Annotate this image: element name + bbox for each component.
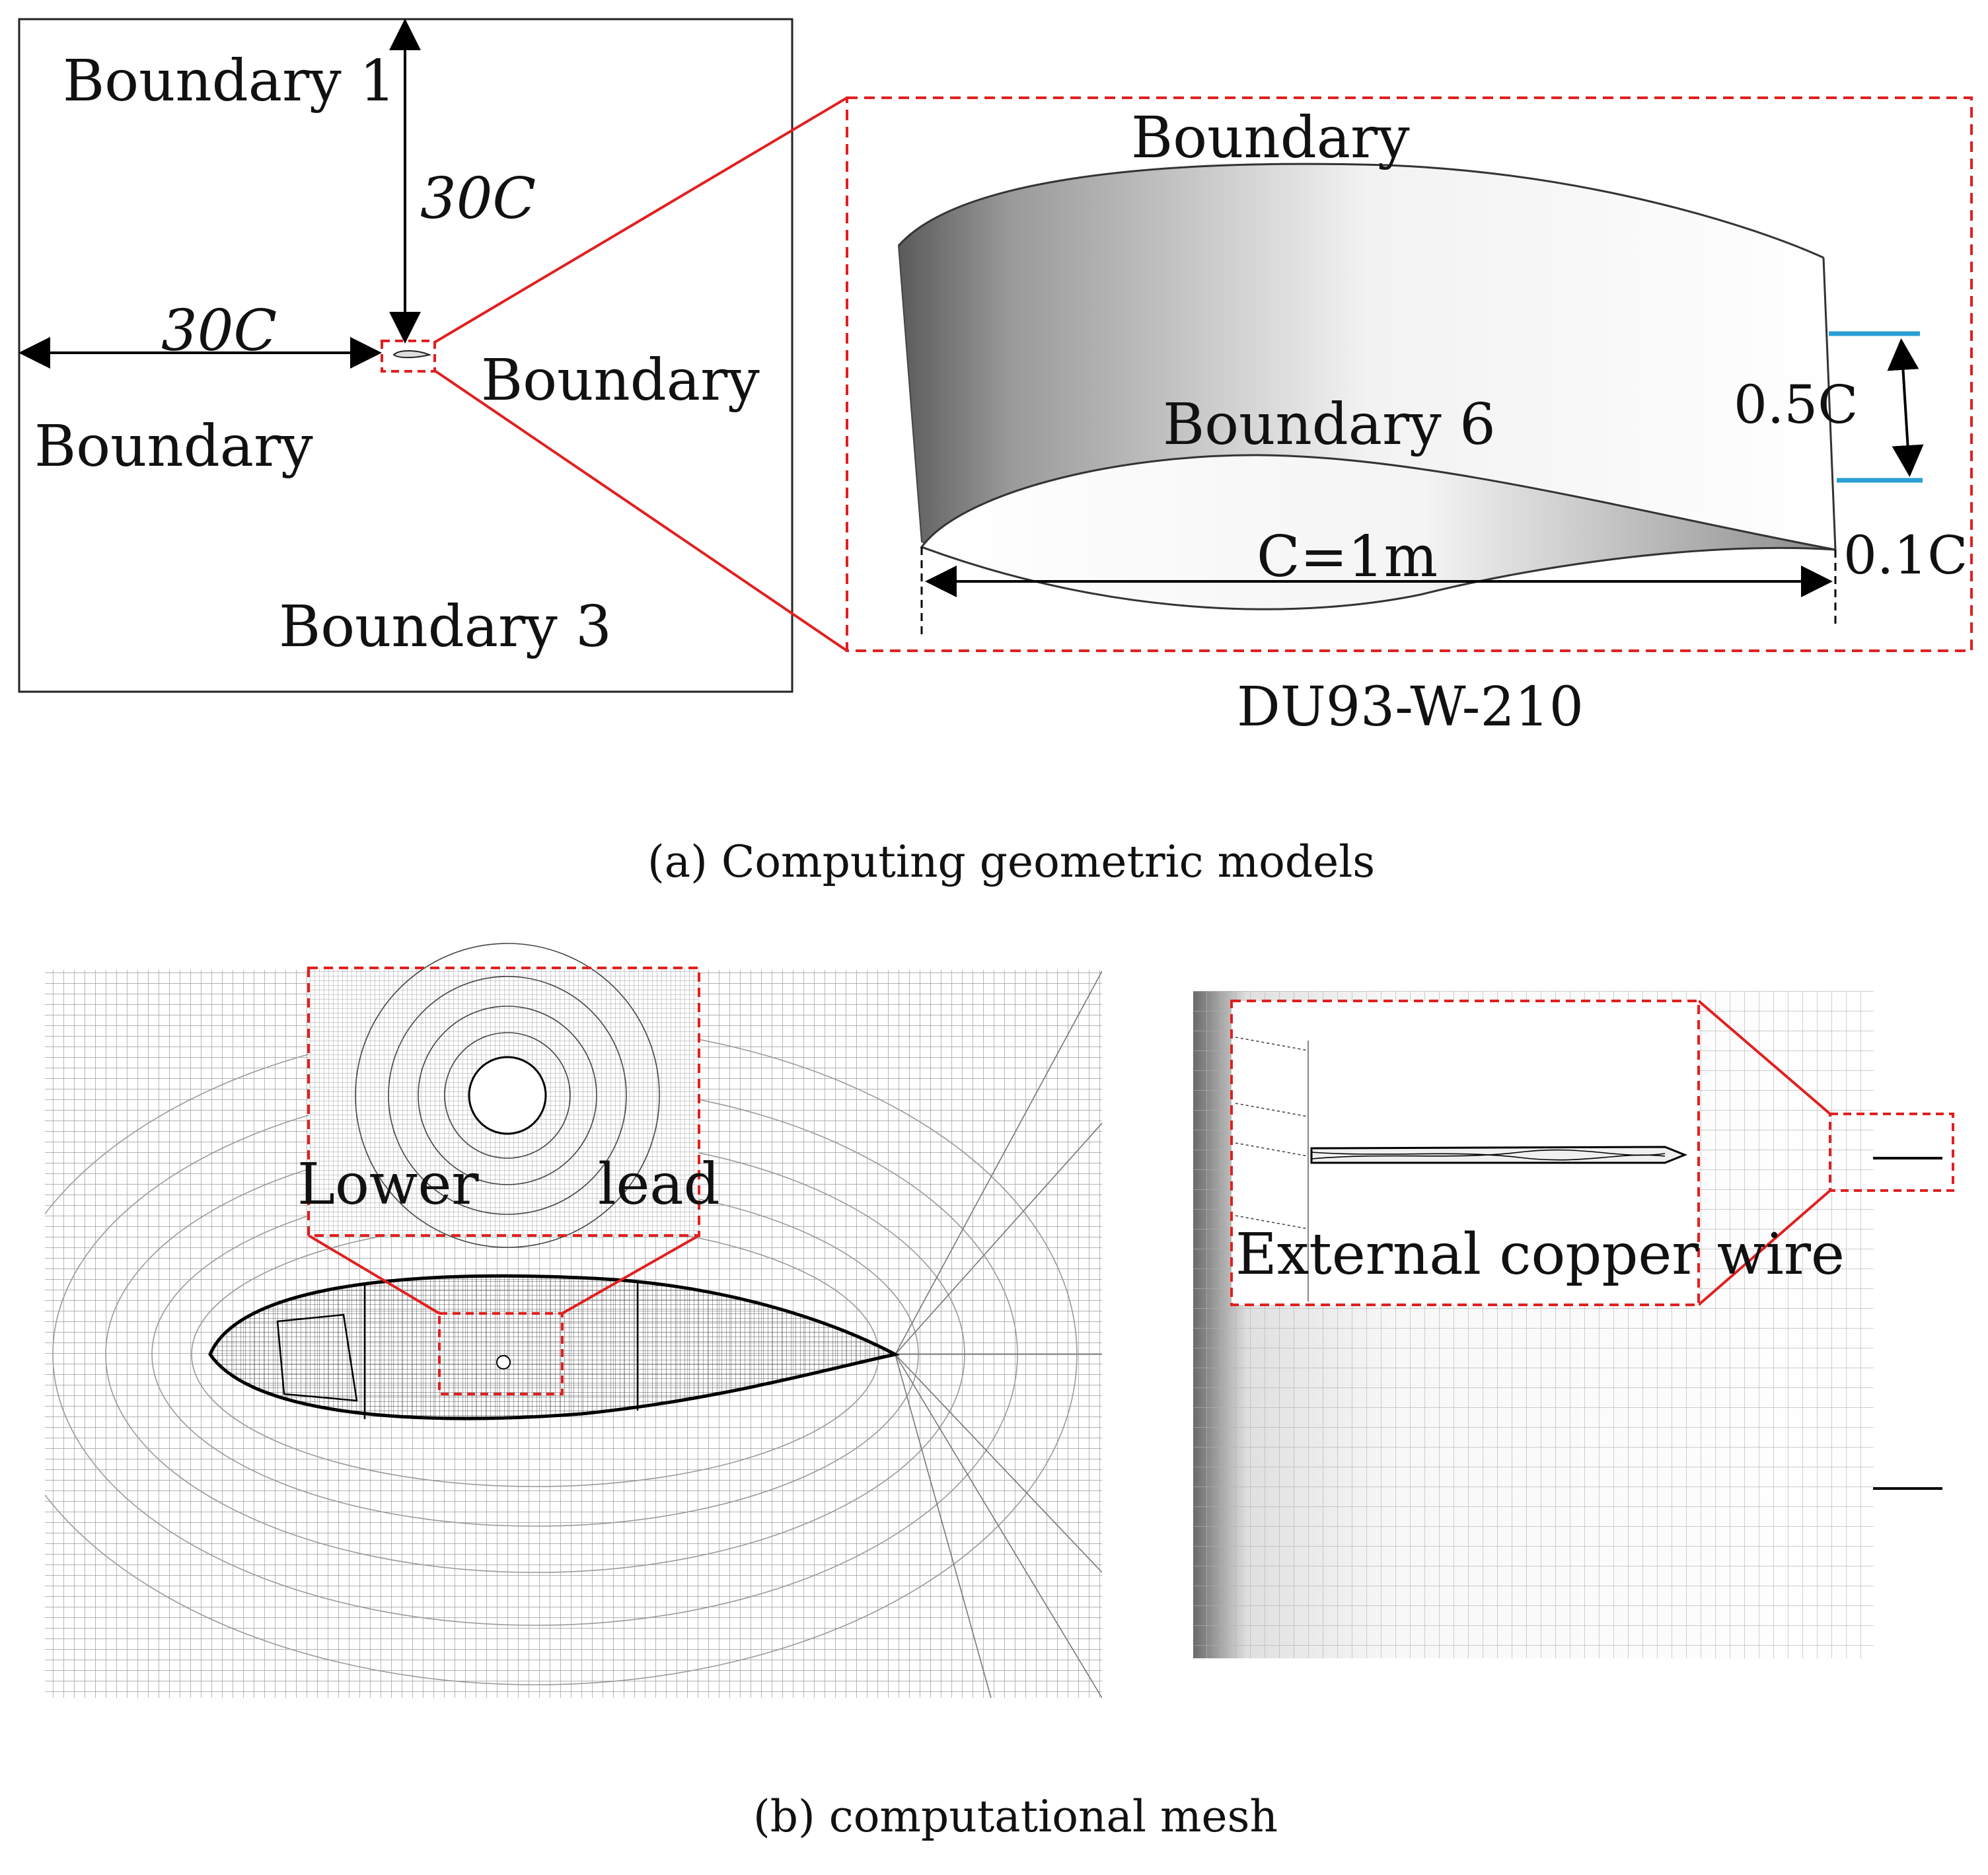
panel-a: Boundary 1 30C 30C Boundary Boundary Bou… <box>18 18 1973 887</box>
mesh-zoom-line-right <box>562 1234 700 1315</box>
wire-inset: External copper wire <box>1230 1000 1845 1306</box>
airfoil-top-edge <box>897 163 1824 259</box>
label-boundary-right: Boundary <box>481 348 760 414</box>
zoom-line-bottom <box>433 369 848 652</box>
lead-mesh-inset: Lower lead <box>297 943 720 1248</box>
label-dim-horizontal: 30C <box>161 298 277 364</box>
inset-label-right: lead <box>598 1152 720 1218</box>
panel-b: Lower lead <box>45 943 1954 1842</box>
lead-highlight-box <box>438 1312 564 1395</box>
airfoil-highlight-small <box>381 340 436 373</box>
zoom-line-top <box>433 96 848 344</box>
inset-label-left: Lower <box>297 1152 479 1218</box>
mesh-zoom-line-left <box>307 1234 441 1315</box>
offset-arrow <box>1887 338 1924 477</box>
label-boundary-1: Boundary 1 <box>63 48 396 114</box>
caption-a: (a) Computing geometric models <box>647 836 1375 887</box>
wire-zoom-line-top <box>1697 1000 1831 1115</box>
airfoil-small <box>392 350 432 359</box>
label-chord: C=1m <box>1257 524 1438 590</box>
label-airfoil-name: DU93-W-210 <box>1237 676 1584 739</box>
label-offset-top: 0.5C <box>1734 374 1858 435</box>
label-boundary-3: Boundary 3 <box>279 594 612 660</box>
label-dim-vertical: 30C <box>420 166 536 232</box>
label-external-copper-wire: External copper wire <box>1235 1222 1845 1288</box>
wire-zoom-line-bottom <box>1697 1189 1831 1306</box>
wire-highlight-box <box>1829 1113 1954 1192</box>
label-boundary-upper: Boundary <box>1131 105 1410 171</box>
label-boundary-left: Boundary <box>34 414 313 480</box>
airfoil-trailing-edge <box>1822 257 1837 550</box>
label-offset-bottom: 0.1C <box>1843 525 1968 586</box>
label-boundary-6: Boundary 6 <box>1163 392 1496 458</box>
caption-b: (b) computational mesh <box>753 1791 1278 1842</box>
lead-cylinder <box>468 1056 547 1135</box>
